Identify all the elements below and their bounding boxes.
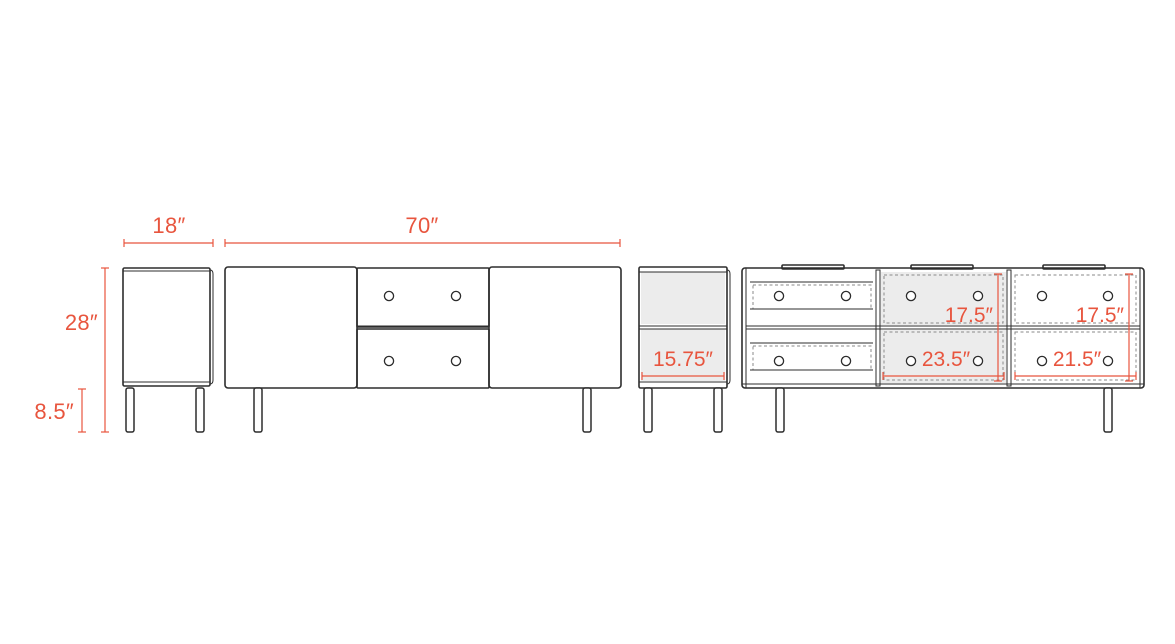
- side-depth-label: 18″: [152, 213, 185, 238]
- interior-depth-label: 15.75″: [653, 348, 714, 371]
- knob: [1036, 355, 1048, 367]
- front-view-exterior: [224, 266, 622, 433]
- side-view-exterior: [122, 267, 214, 433]
- leg: [253, 387, 263, 433]
- knob: [383, 355, 395, 367]
- knob: [773, 290, 785, 302]
- leg: [195, 387, 205, 433]
- front-width-label: 70″: [405, 213, 438, 238]
- knob: [840, 290, 852, 302]
- knob: [840, 355, 852, 367]
- right-cubby-height-label: 17.5″: [1076, 304, 1125, 327]
- knob: [905, 290, 917, 302]
- knob: [1036, 290, 1048, 302]
- dimension-lines: [78, 239, 1137, 433]
- leg: [643, 387, 653, 433]
- left-bay-drawers: [750, 281, 873, 371]
- right-cubby-width-label: 21.5″: [1053, 348, 1102, 371]
- knob: [1102, 290, 1114, 302]
- leg-height-label: 8.5″: [34, 399, 74, 424]
- center-cubby-width-label: 23.5″: [922, 348, 971, 371]
- right-bay-cubbies: [1014, 274, 1137, 381]
- leg: [775, 387, 785, 433]
- center-cubby-height-label: 17.5″: [945, 304, 994, 327]
- knob: [450, 355, 462, 367]
- knob: [972, 290, 984, 302]
- dimension-labels: 18″ 70″ 28″ 8.5″ 15.75″ 17.5″ 23.5″ 17.5…: [34, 213, 1124, 424]
- front-view-interior: [741, 264, 1145, 433]
- knob: [972, 355, 984, 367]
- knob: [905, 355, 917, 367]
- center-bay-cubbies: [881, 272, 1006, 383]
- overall-height-label: 28″: [65, 310, 98, 335]
- leg: [713, 387, 723, 433]
- leg: [1103, 387, 1113, 433]
- knob: [383, 290, 395, 302]
- knob: [1102, 355, 1114, 367]
- knob: [450, 290, 462, 302]
- side-view-interior: [638, 266, 731, 433]
- knob: [773, 355, 785, 367]
- leg: [125, 387, 135, 433]
- leg: [582, 387, 592, 433]
